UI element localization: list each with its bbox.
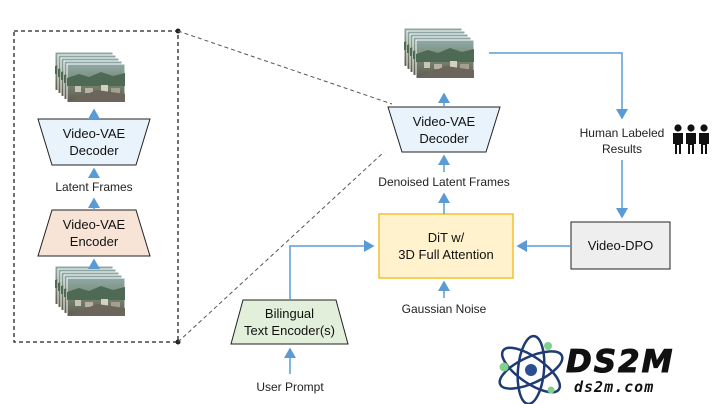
dit-label: DiT w/ 3D Full Attention [398,230,494,262]
logo-text: DS2M [565,344,675,381]
atom-logo-icon [498,334,564,404]
denoised-latent-frames-label: Denoised Latent Frames [378,175,510,189]
video-frames-icon [404,28,474,78]
video-frames-icon [55,52,125,102]
human-labeled-results-label: Human Labeled Results [579,126,665,156]
text-encoder-shape [230,299,349,345]
video-dpo-box [570,221,671,270]
text-encoder-label: Bilingual Text Encoder(s) [243,306,336,338]
video-dpo-label: Video-DPO [587,238,654,253]
logo-subtext: ds2m.com [574,378,655,396]
user-prompt-label: User Prompt [256,380,324,394]
gaussian-noise-label: Gaussian Noise [401,302,487,316]
people-icon [673,124,709,154]
video-frames-icon [55,266,125,316]
left-encoder-shape [37,209,151,257]
left-encoder-label: Video-VAE Encoder [62,217,126,249]
left-decoder-label: Video-VAE Decoder [62,126,126,158]
main-decoder-shape [387,106,501,153]
dit-box [378,213,514,279]
latent-frames-label: Latent Frames [55,180,133,194]
zoom-panel [13,30,179,343]
left-decoder-shape [37,118,151,166]
main-decoder-label: Video-VAE Decoder [412,113,476,146]
projection-line-bottom [177,151,385,343]
projection-line-top [177,30,393,105]
